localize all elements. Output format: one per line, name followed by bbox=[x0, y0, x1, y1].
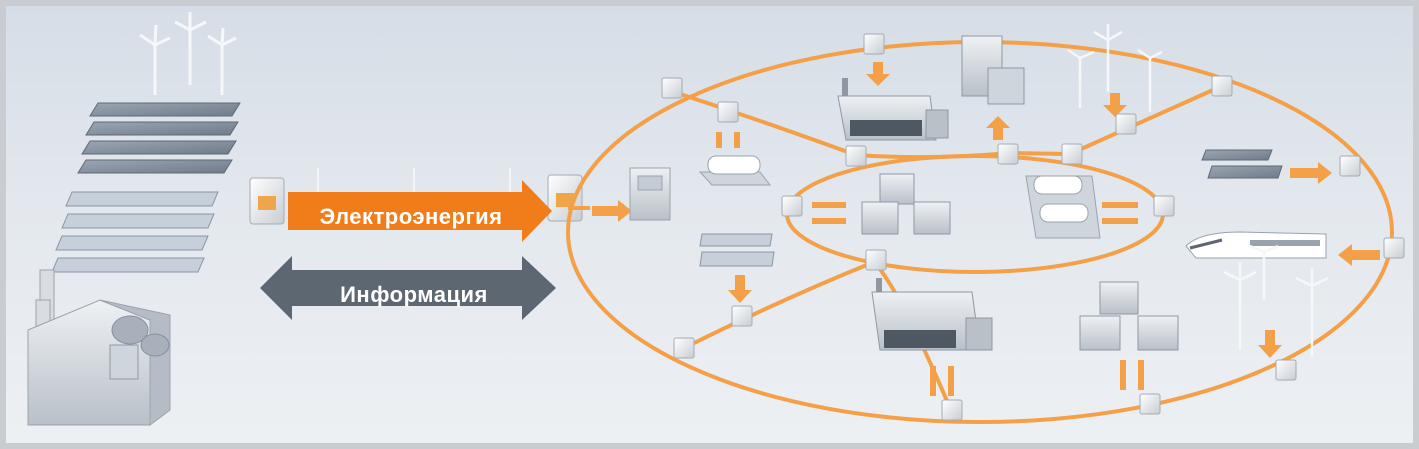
wind-turbine-icon bbox=[139, 12, 237, 95]
wind-turbine-icon bbox=[1067, 24, 1329, 356]
flow-arrows bbox=[592, 62, 1380, 396]
transformer-icon bbox=[629, 167, 671, 221]
grid-ring bbox=[566, 40, 1394, 424]
energy-arrow-label: Электроэнергия bbox=[319, 204, 503, 229]
substation-node-icon bbox=[249, 177, 285, 225]
electric-car-icon bbox=[698, 155, 772, 186]
solar-panel-icon bbox=[51, 191, 219, 273]
substation-node-icon bbox=[547, 174, 583, 222]
high-speed-train-icon bbox=[1185, 231, 1327, 259]
power-plant-icon bbox=[27, 269, 171, 426]
house-icon bbox=[861, 173, 951, 235]
office-building-icon bbox=[961, 35, 1025, 105]
solar-panel-icon bbox=[699, 233, 775, 267]
house-icon bbox=[1079, 281, 1179, 351]
information-arrow bbox=[260, 256, 556, 320]
solar-panel-icon bbox=[77, 102, 241, 174]
electric-car-icon bbox=[1025, 175, 1101, 239]
factory-icon bbox=[837, 78, 949, 141]
grid-illustration bbox=[27, 12, 1405, 426]
factory-icon bbox=[871, 278, 993, 351]
solar-panel-icon bbox=[1201, 149, 1283, 179]
grid-nodes bbox=[661, 33, 1405, 421]
information-arrow-label: Информация bbox=[340, 282, 488, 307]
energy-arrow bbox=[288, 180, 552, 242]
